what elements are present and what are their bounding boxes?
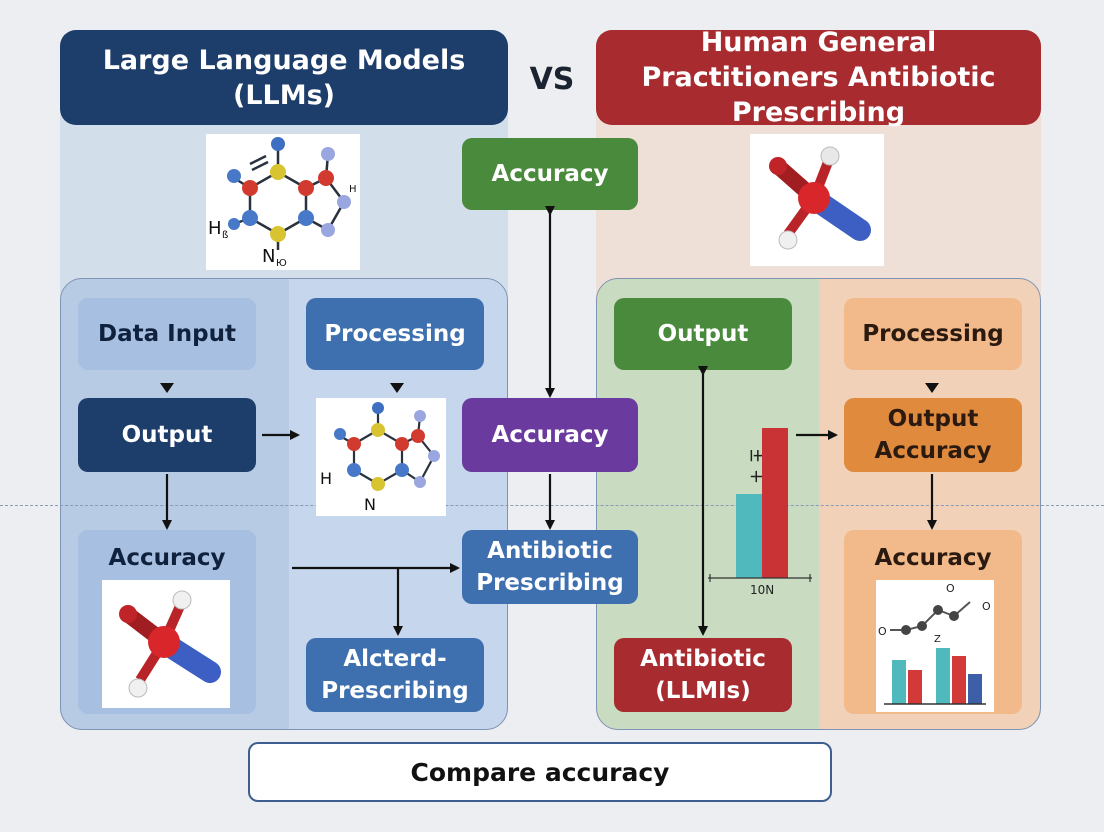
molecule-n-label: N — [262, 246, 275, 267]
mid-accuracy-box[interactable]: Accuracy — [462, 398, 638, 472]
antibiotic-llms-box[interactable]: Antibiotic (LLMIs) — [614, 638, 792, 712]
compare-accuracy-label: Compare accuracy — [410, 757, 670, 787]
center-molecule-h: H — [320, 469, 332, 488]
molecule-h-sub: ß — [222, 230, 228, 241]
top-accuracy-box[interactable]: Accuracy — [462, 138, 638, 210]
left-header-title: Large Language Models (LLMs) — [102, 44, 466, 111]
bar-red — [762, 428, 788, 578]
compare-accuracy-box[interactable]: Compare accuracy — [248, 742, 832, 802]
right-processing-box[interactable]: Processing — [844, 298, 1022, 370]
right-header-title: Human General Practitioners Antibiotic P… — [641, 27, 996, 128]
bar-chart-label: 10N — [750, 583, 774, 596]
output-accuracy-box[interactable]: Output Accuracy — [844, 398, 1022, 472]
left-accuracy-label: Accuracy — [108, 545, 226, 571]
mini-chart-z-mark: Z — [934, 634, 941, 645]
dashed-divider — [0, 505, 1104, 506]
molecule-side-label: H — [349, 184, 357, 195]
molecule-image-left: H ß N Ю H — [206, 134, 360, 270]
bar-chart-marks: + ∓ — [746, 448, 767, 484]
molecule-n-sub: Ю — [276, 258, 287, 269]
molecule-image-center: H N — [316, 398, 446, 516]
mini-chart-o-left: O — [878, 625, 887, 638]
mini-chart-o-right: O — [982, 600, 991, 613]
left-output-box[interactable]: Output — [78, 398, 256, 472]
bar-chart-graphic: + ∓ 10N — [708, 428, 812, 596]
data-input-box[interactable]: Data Input — [78, 298, 256, 370]
altered-prescribing-box[interactable]: Alcterd- Prescribing — [306, 638, 484, 712]
center-molecule-n: N — [364, 495, 376, 514]
ball-stick-image-right — [750, 134, 884, 266]
bar-teal — [736, 494, 762, 578]
right-header: Human General Practitioners Antibiotic P… — [596, 27, 1041, 128]
right-accuracy-label: Accuracy — [874, 545, 992, 571]
ball-stick-image-left — [102, 580, 230, 708]
right-output-box[interactable]: Output — [614, 298, 792, 370]
antibiotic-prescribing-box[interactable]: Antibiotic Prescribing — [462, 530, 638, 604]
left-header: Large Language Models (LLMs) — [60, 30, 508, 125]
vs-label: VS — [529, 62, 575, 97]
left-processing-box[interactable]: Processing — [306, 298, 484, 370]
molecule-h-label: H — [208, 218, 222, 239]
mini-chart-image: O O O Z — [876, 580, 994, 712]
mini-chart-o-top: O — [946, 582, 955, 595]
